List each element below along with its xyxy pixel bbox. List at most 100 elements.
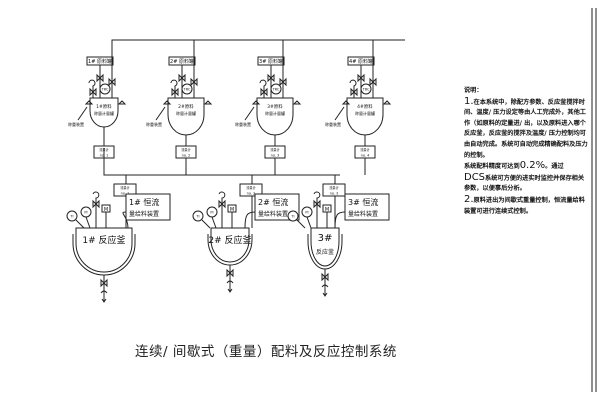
leader-line [77,106,88,121]
raw-tank-label: 3#原料 [267,103,283,110]
trc-label: TRC [183,88,191,92]
accuracy-suffix: 。通过 [545,163,564,171]
outlet-arrow-icon [100,290,108,303]
raw-tank-sublabel: 称量计量罐 [94,110,114,116]
inlet-valve-icon [96,73,104,83]
pi-label: PI [84,211,87,215]
raw-material-label: 4# 原料罐 [349,58,373,65]
reactor-flow-meter-label: 流量计 [120,185,130,190]
reactor-jacket [207,234,253,266]
raw-tank-vessel [346,97,384,136]
inlet-valve-icon [267,73,275,83]
notes-block: 说明： 1.在本系统中，除配方参数、反应釜搅拌时间、温度/ 压力设定等由人工完成… [464,86,590,217]
pi-label: PI [210,211,213,215]
weigh-device-label: 称重装置 [146,121,162,127]
pi-line [306,216,312,229]
feeder-label-2: 量给料装置 [129,210,159,218]
outlet-valve-icon [226,268,234,278]
feeder-pipe [122,211,129,229]
feeder-pipe [244,211,256,229]
header-valve-icon [108,77,116,87]
reactor-flow-meter-box [322,183,346,197]
flow-meter-box [175,145,197,159]
reactor-vessel [310,227,340,267]
feeder-label-1: 2# 恒流 [258,197,288,207]
note-1-text: 在本系统中，除配方参数、反应釜搅拌时间、温度/ 压力设定等由人工完成外，其他工作… [464,98,588,159]
manifold-pipe [103,148,340,176]
reactor-vent-pipe [92,191,100,228]
outlet-arrow-icon [226,280,234,293]
feeder-label-2: 量给料装置 [348,210,378,218]
reactor-vent-valve-icon [313,199,321,209]
constant-flow-feeder-box [344,193,390,221]
ti-line [75,219,85,229]
leader-line [334,106,345,121]
reactor-flow-meter-label: 流量计 [246,185,256,190]
reactor-vent-pipe [313,191,321,228]
accuracy-value: 0.2% [519,160,546,172]
reactor-label: 3# [318,233,333,244]
load-cell-icon [84,100,127,105]
motor-label: M [104,207,108,213]
leader-line [244,106,255,121]
reactor-vessel [75,227,133,273]
trc-gauge-icon [360,83,372,95]
reactor-flow-meter-box [113,183,137,197]
feeder-label-2: 量给料装置 [258,210,288,218]
trc-label: TRC [362,88,370,92]
ti-gauge-icon [66,210,78,222]
ti-label: TI [290,215,294,219]
flow-meter-box [354,145,376,159]
inlet-valve-icon [357,73,365,83]
ti-gauge-icon [192,210,204,222]
header-valve-icon [279,77,287,87]
reactor-flow-meter-number: no. 1 [121,192,130,196]
ti-line [201,219,211,229]
reactor-vessel [210,227,250,263]
raw-tank-vessel [256,97,294,136]
diagram-title: 连续/ 间歇式（重量）配料及反应控制系统 [135,344,397,360]
raw-material-label: 1# 原料罐 [88,58,112,65]
flow-meter-label: 流量计 [270,147,280,152]
inlet-valve-icon [178,73,186,83]
vent-pipe [88,79,96,98]
vent-pipe [349,79,357,98]
raw-tank-label: 4#原料 [357,103,373,110]
accuracy-prefix: 系统配料精度可达到 [464,163,520,171]
outlet-arrow-icon [321,284,329,297]
feeder-label-1: 1# 恒流 [129,197,159,207]
flow-meter-number: no. 2 [182,154,191,158]
leader-line [155,106,166,121]
trc-label: TRC [101,88,109,92]
note-2-number: 2. [464,193,474,205]
raw-material-label: 3# 原料罐 [259,58,283,65]
pi-line [85,216,91,229]
load-cell-icon [251,100,302,105]
dcs-label: DCS [464,171,486,183]
vent-pipe [170,79,178,98]
raw-tank-label: 2#原料 [178,103,194,110]
reactor-vent-pipe [218,191,226,228]
outlet-valve-icon [321,272,329,282]
reactor-label: 2# 反应釜 [208,234,251,246]
raw-material-label: 2# 原料罐 [170,58,194,65]
raw-tank-sublabel: 称量计量罐 [176,110,196,116]
vent-valve-icon [350,87,358,97]
vent-valve-icon [89,87,97,97]
flow-meter-box [264,145,286,159]
weigh-device-label: 称重装置 [68,121,84,127]
trc-gauge-icon [270,83,282,95]
ti-label: TI [195,215,199,219]
ti-label: TI [69,215,73,219]
raw-tank-label: 1#原料 [96,103,112,110]
note-1-number: 1. [464,95,474,107]
notes-heading: 说明： [464,87,483,94]
flow-meter-number: no. 4 [361,154,371,158]
raw-tank-sublabel: 称量计量罐 [265,110,285,116]
reactor-flow-meter-label: 流量计 [329,185,339,190]
